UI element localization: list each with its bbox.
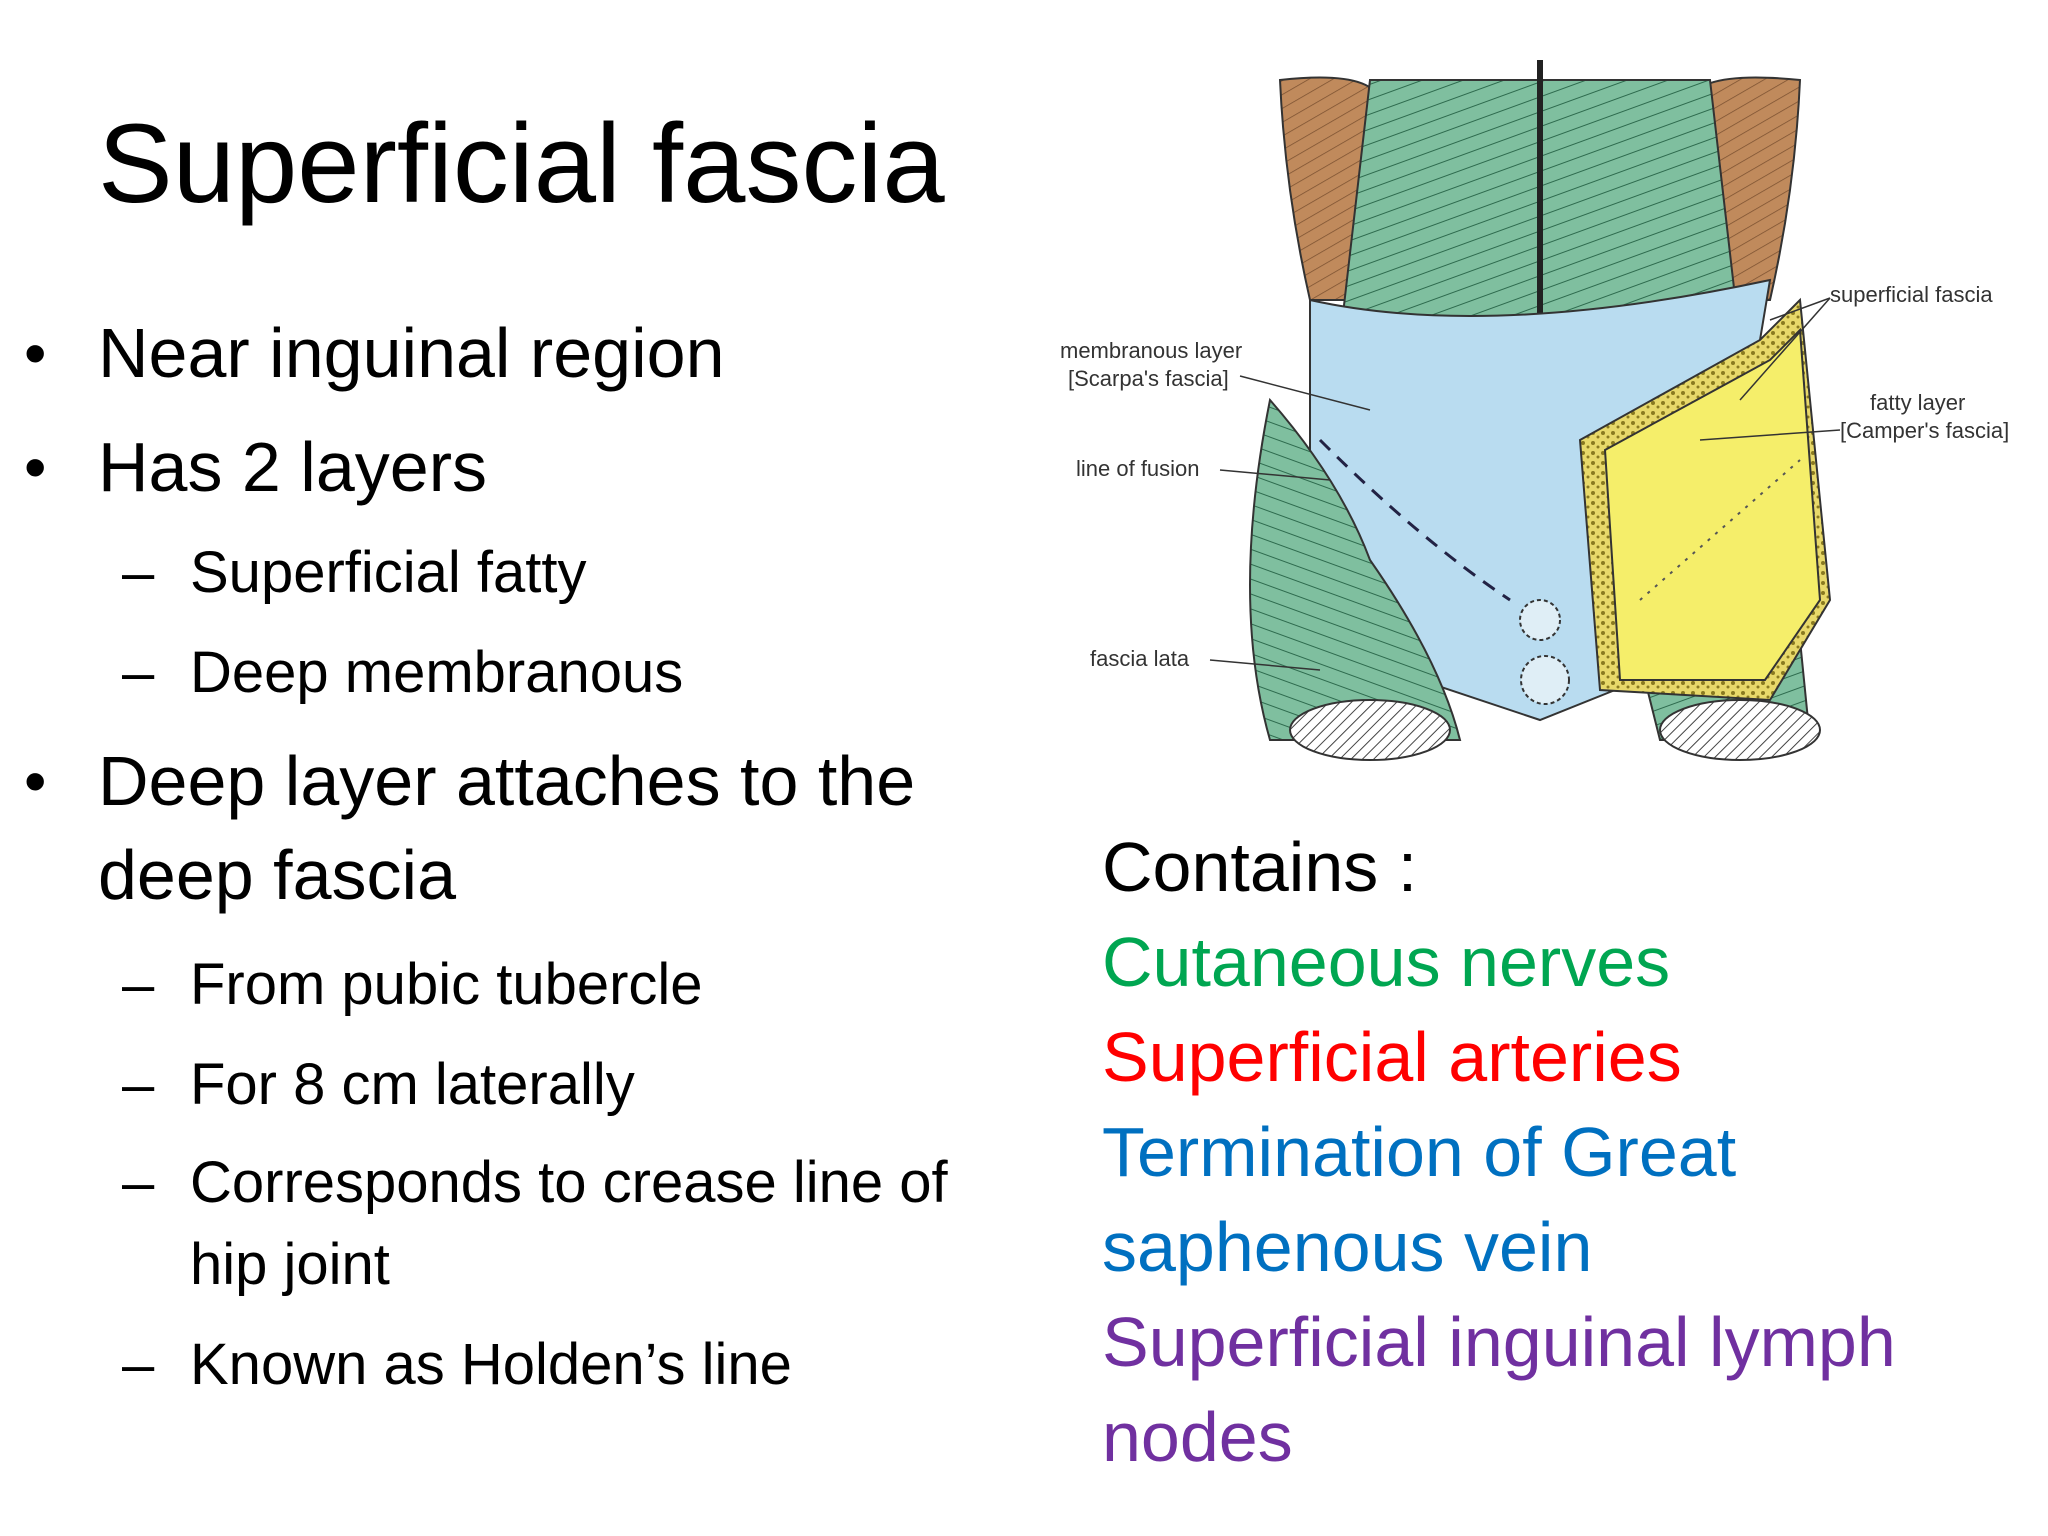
contains-list: Contains : Cutaneous nerves Superficial … xyxy=(1102,820,2022,1485)
lymph-node xyxy=(1520,655,1570,705)
bullet-text-line2: deep fascia xyxy=(98,836,457,914)
sub-bullet-text-line1: Corresponds to crease line of xyxy=(190,1150,948,1215)
sub-bullet-item: – Known as Holden’s line xyxy=(122,1324,1040,1406)
contains-item-lymph-nodes-line2: nodes xyxy=(1102,1398,1293,1476)
contains-item-great-saphenous-line1: Termination of Great xyxy=(1102,1113,1737,1191)
contains-item-superficial-arteries: Superficial arteries xyxy=(1102,1018,1682,1096)
sub-bullet-item: – Deep membranous xyxy=(122,632,1040,714)
label-fascia-lata: fascia lata xyxy=(1090,646,1190,671)
slide-title: Superficial fascia xyxy=(98,101,945,226)
label-line-of-fusion: line of fusion xyxy=(1076,456,1200,481)
contains-item-lymph-nodes-line1: Superficial inguinal lymph xyxy=(1102,1303,1896,1381)
lymph-node xyxy=(1519,599,1561,641)
contains-heading: Contains : xyxy=(1102,828,1418,906)
bullet-item: • Has 2 layers xyxy=(24,420,1028,514)
sub-bullet-dash: – xyxy=(122,640,155,705)
bullet-text: Near inguinal region xyxy=(98,314,725,392)
contains-item-great-saphenous-line2: saphenous vein xyxy=(1102,1208,1593,1286)
sub-bullet-text: Known as Holden’s line xyxy=(190,1332,792,1397)
anatomy-figure: membranous layer [Scarpa's fascia] line … xyxy=(1040,40,2048,800)
sub-bullet-dash: – xyxy=(122,1150,155,1215)
fatty-layer xyxy=(1603,327,1822,681)
bullet-dot: • xyxy=(24,317,47,389)
bullet-text-line1: Deep layer attaches to the xyxy=(98,742,916,820)
sub-bullet-text: From pubic tubercle xyxy=(190,952,703,1017)
bullet-list: • Near inguinal region • Has 2 layers – … xyxy=(24,306,1040,1406)
sub-bullet-dash: – xyxy=(122,1332,155,1397)
bullet-item: • Near inguinal region xyxy=(24,306,1028,400)
label-campers-fascia: [Camper's fascia] xyxy=(1840,418,2009,443)
thigh-cut-left xyxy=(1289,699,1451,761)
bullet-text: Has 2 layers xyxy=(98,428,488,506)
label-superficial-fascia: superficial fascia xyxy=(1830,282,1993,307)
bullet-dot: • xyxy=(24,431,47,503)
label-fatty-layer: fatty layer xyxy=(1870,390,1965,415)
line-of-fusion xyxy=(1318,438,1511,602)
bullet-item: • Deep layer attaches to the deep fascia xyxy=(24,734,1028,922)
sub-bullet-text: Superficial fatty xyxy=(190,540,587,605)
sub-bullet-item: – For 8 cm laterally xyxy=(122,1044,1040,1126)
sub-bullet-item: – Corresponds to crease line of hip join… xyxy=(122,1142,1040,1306)
contains-item-cutaneous-nerves: Cutaneous nerves xyxy=(1102,923,1671,1001)
sub-bullet-dash: – xyxy=(122,540,155,605)
sub-bullet-dash: – xyxy=(122,952,155,1017)
thigh-cut-right xyxy=(1659,699,1821,761)
thigh-left xyxy=(1249,397,1462,741)
sub-bullet-text: Deep membranous xyxy=(190,640,684,705)
sub-bullet-dash: – xyxy=(122,1052,155,1117)
label-membranous-layer: membranous layer xyxy=(1060,338,1242,363)
sub-bullet-item: – Superficial fatty xyxy=(122,532,1040,614)
superficial-fascia-diagram: membranous layer [Scarpa's fascia] line … xyxy=(1060,60,2009,761)
label-scarpas-fascia: [Scarpa's fascia] xyxy=(1068,366,1229,391)
bullet-dot: • xyxy=(24,745,47,817)
sub-bullet-text-line2: hip joint xyxy=(190,1232,390,1297)
sub-bullet-text: For 8 cm laterally xyxy=(190,1052,635,1117)
sub-bullet-item: – From pubic tubercle xyxy=(122,944,1040,1026)
